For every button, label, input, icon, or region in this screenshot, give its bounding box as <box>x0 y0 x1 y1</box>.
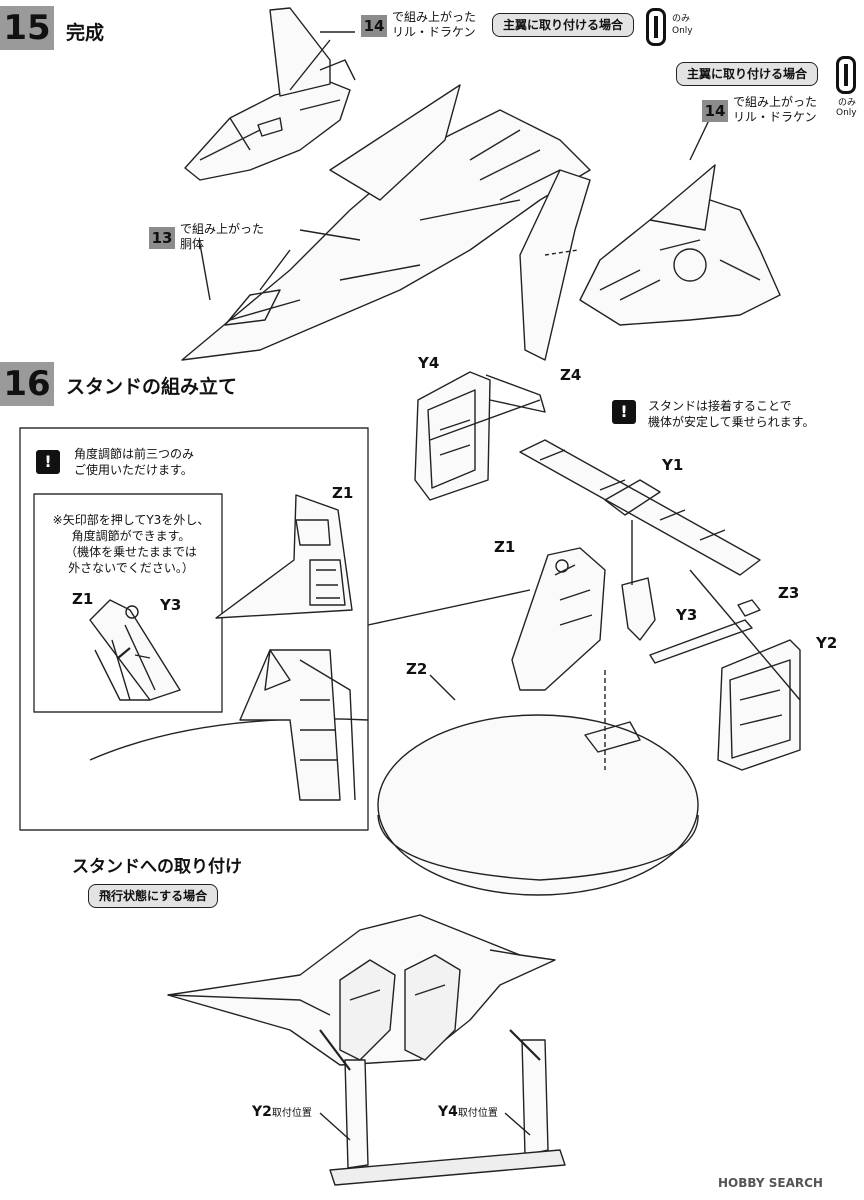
y4-frame-illustration <box>414 371 546 501</box>
y4-mount-position: Y4取付位置 <box>438 1104 498 1120</box>
only-right-en: Only <box>836 108 857 118</box>
caution-icon-angle: ! <box>36 450 60 474</box>
step-16-number: 16 <box>0 362 54 406</box>
label-z2: Z2 <box>406 660 428 678</box>
only-icon-top <box>646 8 666 46</box>
y2-mount-position: Y2取付位置 <box>252 1104 312 1120</box>
ref-14-right: 14 <box>702 100 728 122</box>
drone-top-illustration <box>184 7 356 181</box>
only-icon-right <box>836 56 856 94</box>
inset-stand-closeup <box>239 649 356 801</box>
watermark: HOBBY SEARCH <box>718 1176 823 1190</box>
label-y3-main: Y3 <box>676 606 698 624</box>
mount-stand-illustration <box>319 1029 566 1186</box>
label-y1: Y1 <box>662 456 684 474</box>
label-y2: Y2 <box>816 634 838 652</box>
ref-14-top: 14 <box>361 15 387 37</box>
y2-frame-illustration <box>717 639 801 771</box>
step-15-number: 15 <box>0 6 54 50</box>
y3-illustration <box>621 520 656 641</box>
main-aircraft-illustration <box>181 84 591 361</box>
y4-pos-code: Y4 <box>438 1104 458 1120</box>
z3-bar-illustration <box>649 599 761 664</box>
label-z1-inset: Z1 <box>332 484 354 502</box>
inset-detail-illustration <box>89 599 181 701</box>
label-z4: Z4 <box>560 366 582 384</box>
note-arrow-release: ※矢印部を押してY3を外し、 角度調節ができます。 （機体を乗せたままでは 外さ… <box>52 513 210 575</box>
caution-icon-stand: ! <box>612 400 636 424</box>
label-z1-main: Z1 <box>494 538 516 556</box>
inset-detail-frame <box>33 493 223 713</box>
ref-13: 13 <box>149 227 175 249</box>
mount-aircraft-illustration <box>167 914 556 1066</box>
ref-14-right-text: で組み上がった リル・ドラケン <box>733 95 818 124</box>
drone-right-illustration <box>544 164 781 326</box>
label-y4: Y4 <box>418 354 440 372</box>
main-wing-pill-right: 主翼に取り付ける場合 <box>676 62 819 86</box>
ref-14-top-text: で組み上がった リル・ドラケン <box>392 10 477 39</box>
inset-z1-illustration <box>215 494 353 619</box>
y2-pos-text: 取付位置 <box>271 1108 312 1119</box>
label-z1-detail: Z1 <box>72 590 94 608</box>
y1-rail-illustration <box>519 439 761 576</box>
flight-mode-pill: 飛行状態にする場合 <box>88 884 219 908</box>
z1-main-illustration <box>511 547 606 691</box>
only-top-en: Only <box>672 26 693 36</box>
z2-base-illustration <box>377 670 699 896</box>
only-top-ja: のみ <box>672 14 691 24</box>
mount-title: スタンドへの取り付け <box>72 857 242 877</box>
step-16-title: スタンドの組み立て <box>66 376 238 398</box>
inset-frame <box>19 427 369 831</box>
only-right-ja: のみ <box>838 98 857 108</box>
label-y3-detail: Y3 <box>160 596 182 614</box>
note-stand-glue: スタンドは接着することで 機体が安定して乗せられます。 <box>648 399 815 429</box>
ref-13-text: で組み上がった 胴体 <box>180 222 265 251</box>
note-angle: 角度調節は前三つのみ ご使用いただけます。 <box>74 447 195 477</box>
main-wing-pill-top: 主翼に取り付ける場合 <box>492 13 635 37</box>
y2-pos-code: Y2 <box>252 1104 272 1120</box>
step-15-title: 完成 <box>66 22 105 44</box>
label-z3: Z3 <box>778 584 800 602</box>
y4-pos-text: 取付位置 <box>457 1108 498 1119</box>
